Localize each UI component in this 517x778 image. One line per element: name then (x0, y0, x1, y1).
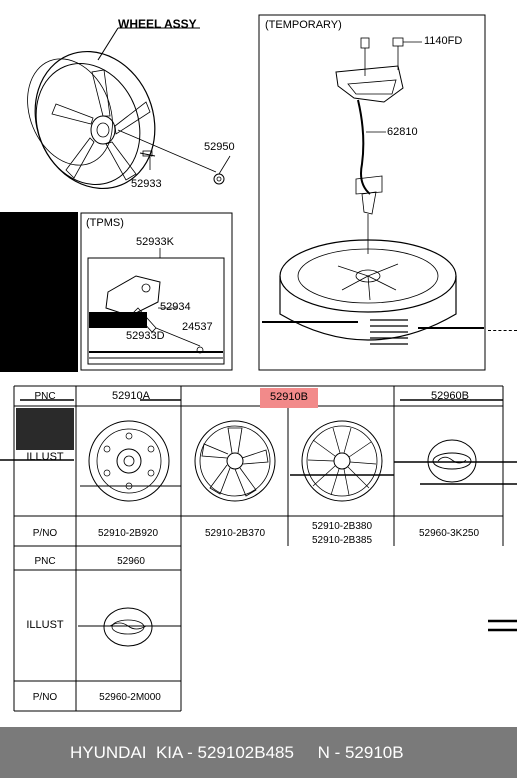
highlight-52910b (260, 388, 318, 408)
temporary-label: (TEMPORARY) (265, 19, 342, 31)
callout-52933k: 52933K (136, 236, 174, 248)
row-label-pno: P/NO (32, 528, 58, 539)
footer-text: HYUNDAI KIA - 529102B485 N - 52910B (70, 743, 404, 762)
row-label-pnc-2: PNC (34, 556, 56, 567)
tpms-label: (TPMS) (86, 217, 124, 229)
alloy-wheel-illust-2 (301, 420, 383, 502)
table-bottom-grid (13, 546, 517, 712)
wheel-assy-title: WHEEL ASSY (118, 17, 197, 31)
wheel-cap-illust (103, 607, 153, 647)
pnc-52960: 52960 (117, 556, 145, 567)
pno-52910-2b380: 52910-2B380 (311, 521, 373, 532)
row-label-illust-2: ILLUST (26, 619, 64, 631)
pno-52910-2b920: 52910-2B920 (97, 528, 159, 539)
callout-1140fd: 1140FD (424, 35, 463, 47)
pnc-52910a: 52910A (112, 390, 150, 402)
row-label-illust: ILLUST (26, 451, 64, 463)
wheel-assy-drawing (27, 27, 231, 190)
footer-bar: HYUNDAI KIA - 529102B485 N - 52910B (0, 727, 517, 778)
row-label-pno-2: P/NO (32, 692, 58, 703)
callout-24537: 24537 (182, 321, 213, 333)
callout-52934: 52934 (160, 301, 191, 313)
callout-52933: 52933 (131, 178, 162, 190)
spare-carrier-drawing (258, 14, 486, 371)
pnc-52960b: 52960B (431, 390, 469, 402)
black-side-block (0, 212, 78, 372)
dashed-leader (488, 330, 517, 331)
callout-62810: 62810 (387, 126, 418, 138)
pno-52910-2b370: 52910-2B370 (204, 528, 266, 539)
pno-52910-2b385: 52910-2B385 (311, 535, 373, 546)
pno-52960-3k250: 52960-3K250 (418, 528, 480, 539)
pnc-52910b[interactable]: 52910B (270, 391, 308, 403)
row-label-pnc: PNC (34, 391, 56, 402)
pno-52960-2m000: 52960-2M000 (99, 692, 161, 703)
table-top-grid (0, 385, 517, 547)
alloy-wheel-illust-1 (194, 420, 276, 502)
tpms-drawing (80, 212, 233, 371)
callout-52950: 52950 (204, 141, 235, 153)
callout-52933d: 52933D (126, 330, 165, 342)
hub-cap-illust (427, 439, 477, 483)
steel-wheel-illust (88, 420, 170, 502)
